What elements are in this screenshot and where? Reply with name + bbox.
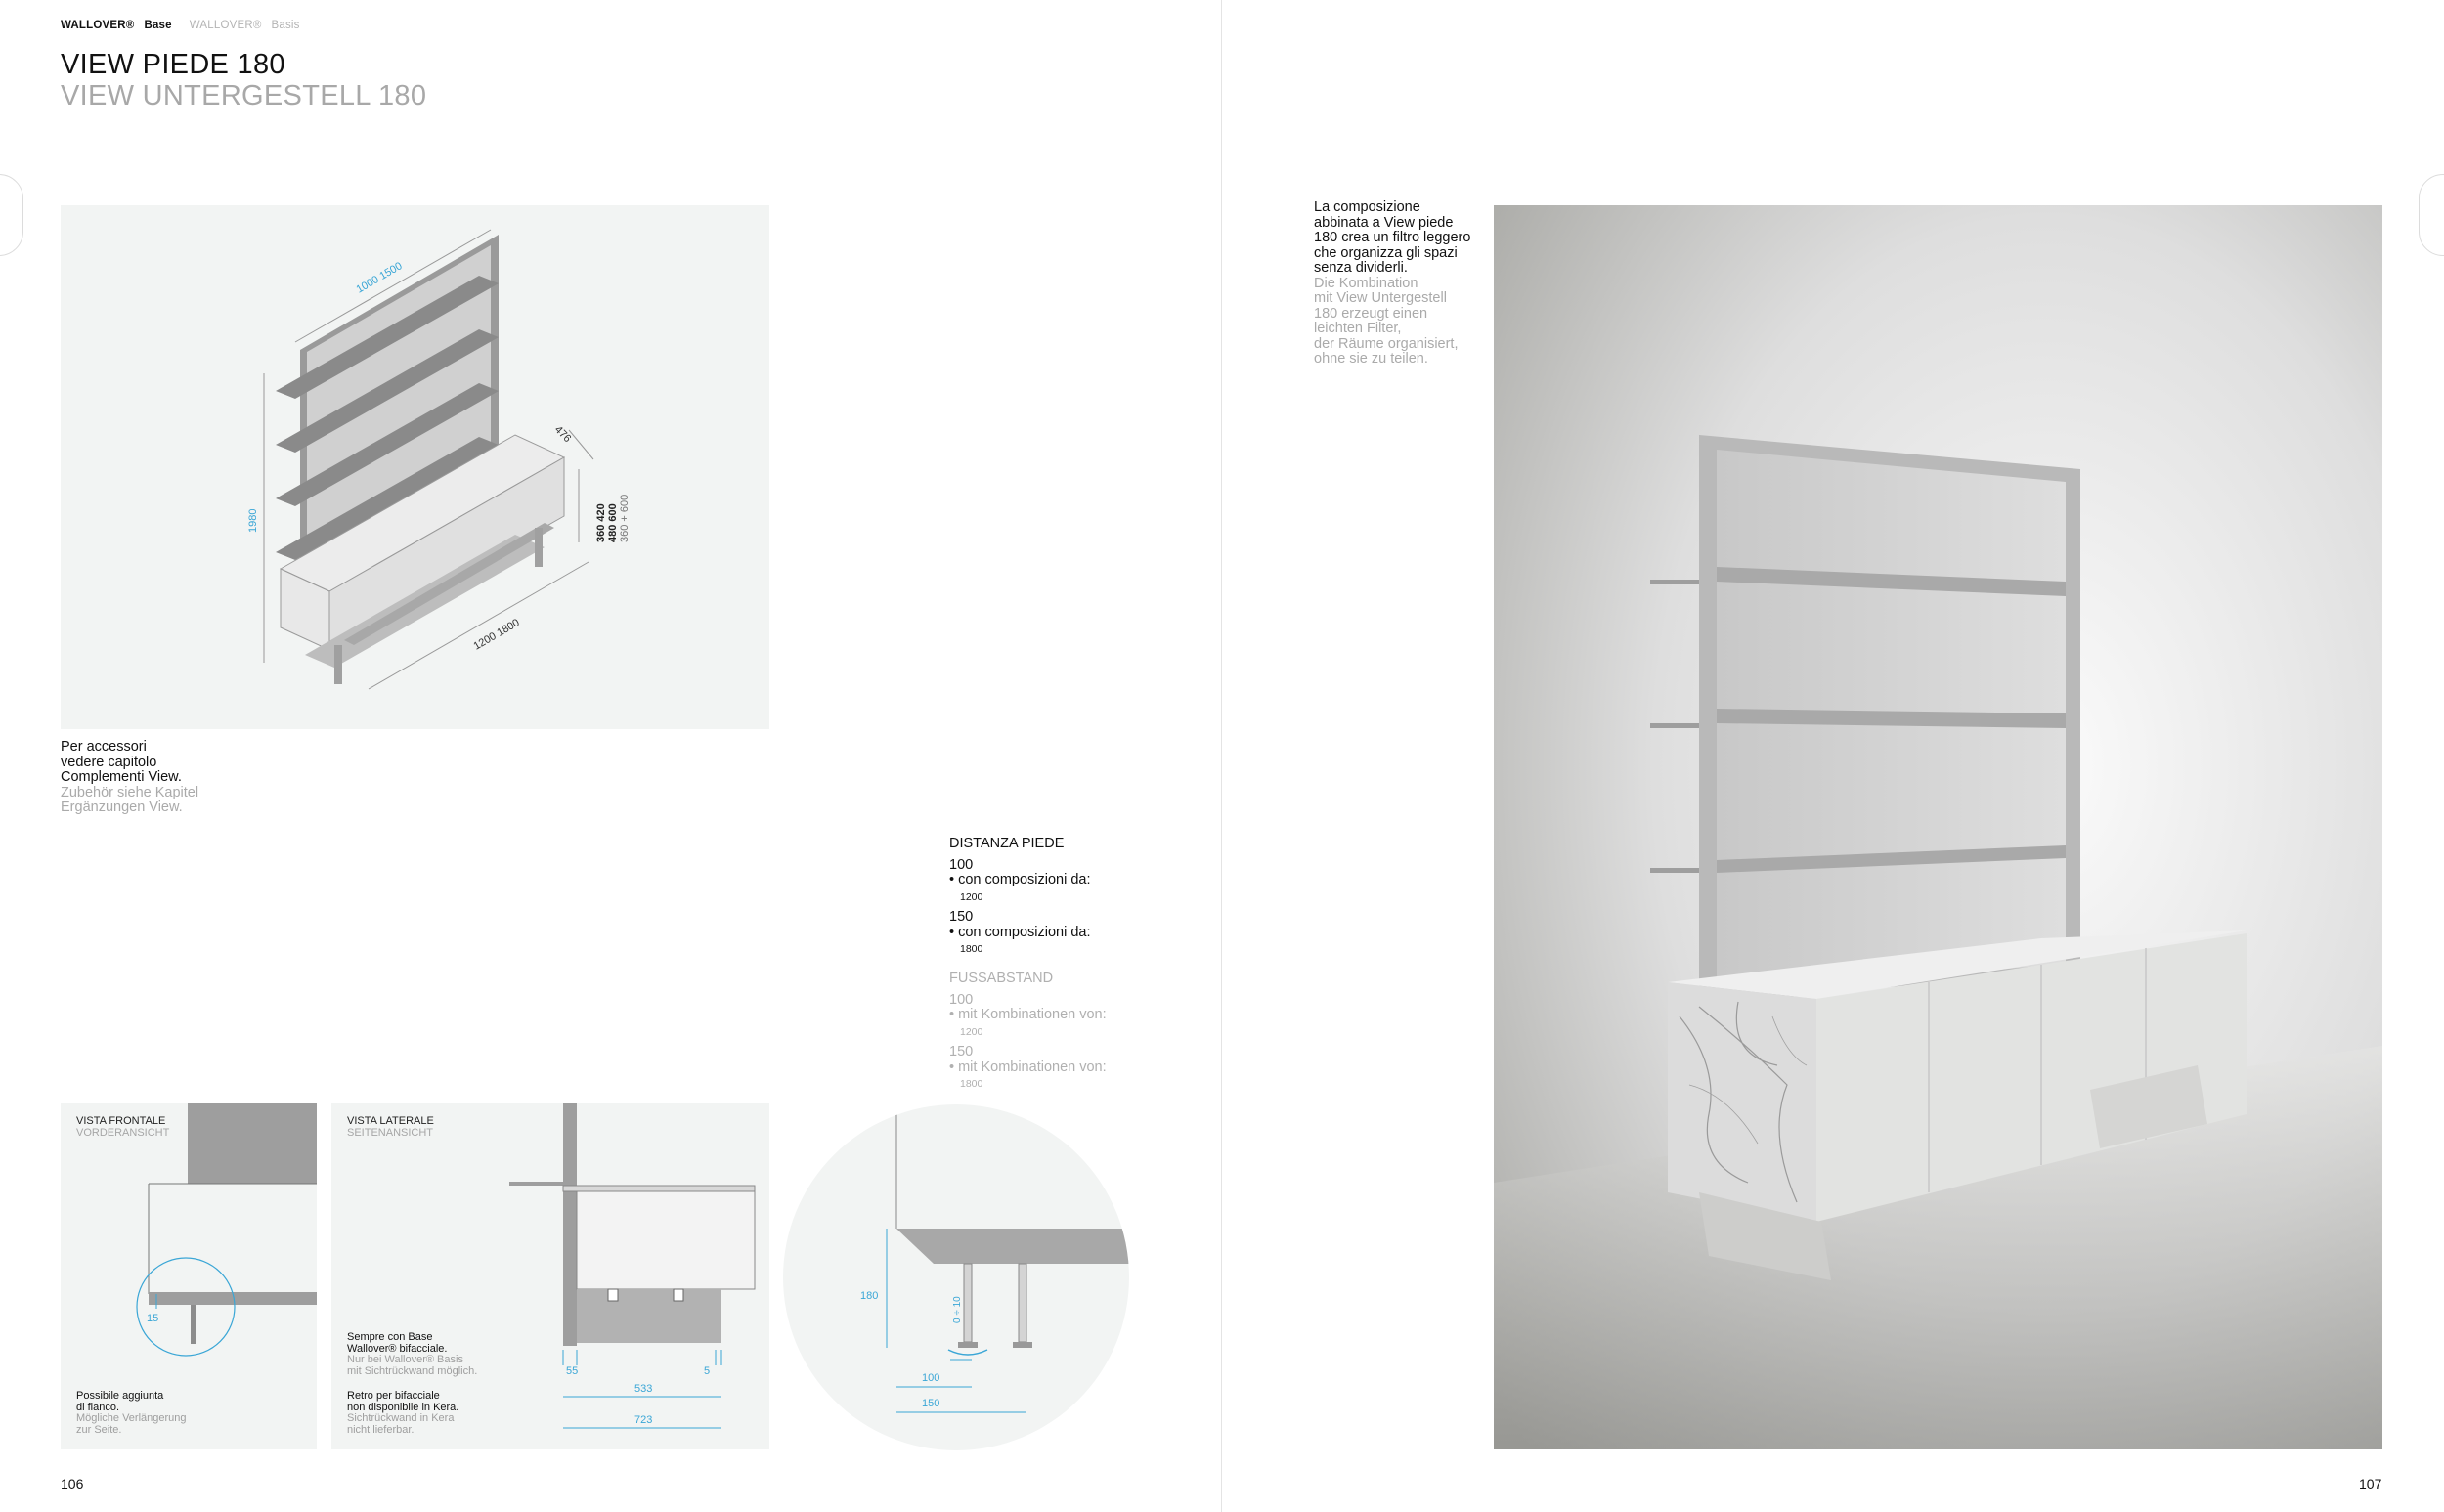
page-number-right: 107: [2359, 1476, 2382, 1491]
right-page-tab: [2419, 174, 2444, 256]
detail-glide-2: [1013, 1342, 1032, 1348]
detail-dim-adjust: 0 ÷ 10: [952, 1296, 963, 1323]
detail-glide-1: [958, 1342, 978, 1348]
side-shelf: [509, 1182, 564, 1186]
detail-foot-1: [963, 1263, 973, 1343]
side-foot-1: [607, 1288, 619, 1302]
side-view-note-1: Sempre con Base Wallover® bifacciale. Nu…: [347, 1331, 478, 1377]
foot-front: [334, 645, 342, 684]
side-foot-2: [673, 1288, 684, 1302]
front-dim-15: 15: [147, 1313, 158, 1324]
dim-length: 1200 1800: [472, 617, 522, 652]
page-number-left: 106: [61, 1476, 84, 1491]
photo-leg-front: [1699, 1192, 1831, 1280]
shelf-3: [276, 383, 499, 506]
foot-detail-circle: 180 0 ÷ 10 100 150: [783, 1104, 1129, 1450]
photo-cabinet-front: [1816, 933, 2247, 1222]
detail-plinth: [896, 1229, 1129, 1264]
photo-shelf-3: [1717, 845, 2066, 873]
photo-leg-back: [2090, 1065, 2207, 1148]
page-gutter: [1221, 0, 1222, 1512]
spec-title-de: FUSSABSTAND: [949, 971, 1054, 986]
side-plinth: [577, 1289, 721, 1343]
side-back-panel: [563, 1103, 577, 1346]
side-cabinet-body: [576, 1190, 756, 1290]
photo-cabinet-top: [1668, 930, 2247, 999]
page-title: VIEW PIEDE 180: [61, 49, 285, 80]
side-view-drawing: 55 5 533 723: [509, 1103, 756, 1429]
left-page-tab: [0, 174, 23, 256]
photo-shelf-2: [1717, 709, 2066, 728]
iso-drawing-panel: 1000 1500 1980 476 360 420 480 600 360 +…: [61, 205, 769, 729]
front-detail-circle: [136, 1257, 236, 1357]
foot-distance-spec-it: DISTANZA PIEDE 100 • con composizioni da…: [949, 836, 1091, 955]
shelf-4: [276, 437, 499, 560]
photo-cabinet-marble-side: [1668, 982, 1816, 1222]
brand-it: WALLOVER®: [61, 20, 135, 31]
dim-heights-1: 360 420: [595, 503, 607, 542]
spec-title-it: DISTANZA PIEDE: [949, 836, 1065, 851]
product-photo: [1494, 205, 2382, 1449]
front-view-drawing: 15: [136, 1103, 317, 1357]
detail-dim-180: 180: [860, 1290, 878, 1302]
cabinet-side: [328, 456, 565, 651]
front-view-panel: VISTA FRONTALE VORDERANSICHT 15 Possibil…: [61, 1103, 317, 1449]
side-dim-55: 55: [566, 1365, 578, 1377]
front-cabinet-base: [149, 1292, 317, 1305]
detail-dim-150: 150: [922, 1398, 939, 1409]
detail-dim-100: 100: [922, 1372, 939, 1384]
foot-distance-spec-de: FUSSABSTAND 100 • mit Kombinationen von:…: [949, 971, 1107, 1090]
label-it: Base: [144, 20, 172, 31]
front-view-note: Possibile aggiunta di fianco. Mögliche V…: [76, 1390, 187, 1436]
brand-de: WALLOVER®: [189, 20, 262, 31]
front-foot: [191, 1305, 196, 1344]
side-view-note-2: Retro per bifacciale non disponibile in …: [347, 1390, 459, 1436]
photo-caption: La composizione abbinata a View piede 18…: [1314, 199, 1471, 367]
side-dim-5: 5: [704, 1365, 710, 1377]
front-back-panel: [188, 1103, 317, 1184]
front-view-label: VISTA FRONTALE VORDERANSICHT: [76, 1115, 170, 1139]
dim-width-top: 1000 1500: [355, 260, 405, 295]
shelf-2: [276, 329, 499, 453]
foot-back: [535, 528, 543, 567]
label-de: Basis: [271, 20, 300, 31]
dim-depth: 476: [552, 424, 573, 445]
foot-rail-2: [344, 523, 554, 645]
side-view-panel: VISTA LATERALE SEITENANSICHT 55 5 533 72…: [331, 1103, 769, 1449]
breadcrumb: WALLOVER® Base WALLOVER® Basis: [61, 20, 310, 31]
dim-heights-3: 360 + 600: [619, 495, 631, 542]
dim-heights-2: 480 600: [607, 503, 619, 542]
iso-drawing: 1000 1500 1980 476 360 420 480 600 360 +…: [247, 229, 631, 690]
shelf-1: [276, 276, 499, 399]
side-dim-723: 723: [634, 1414, 652, 1426]
dim-height: 1980: [247, 509, 259, 533]
detail-foot-2: [1018, 1263, 1027, 1343]
page-subtitle: VIEW UNTERGESTELL 180: [61, 80, 427, 111]
accessories-note: Per accessori vedere capitolo Complement…: [61, 739, 199, 815]
side-view-label: VISTA LATERALE SEITENANSICHT: [347, 1115, 434, 1139]
side-dim-533: 533: [634, 1383, 652, 1395]
photo-shelf-1: [1717, 567, 2066, 596]
side-cabinet-top: [562, 1185, 756, 1192]
